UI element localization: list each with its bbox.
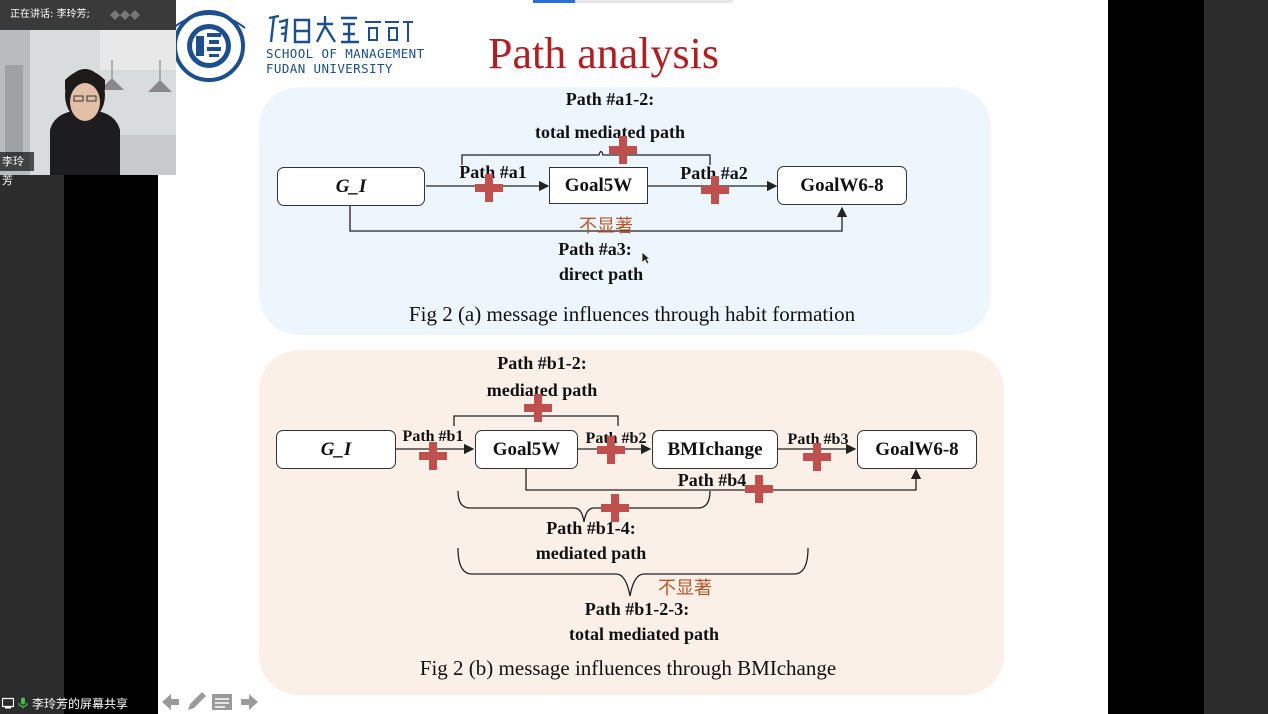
fig-a-background (259, 87, 991, 335)
plus-sign-icon (803, 443, 831, 471)
mouse-cursor-icon (641, 251, 651, 265)
pen-icon[interactable] (188, 692, 206, 710)
fig-b-path-b2-label: Path #b2 (585, 430, 647, 447)
fig-a-node-goalw68: GoalW6-8 (777, 166, 907, 205)
fig-b-path-b123-desc: total mediated path (569, 624, 719, 644)
participant-video-frame (0, 30, 176, 175)
fig-b-path-b4-label: Path #b4 (677, 470, 747, 490)
fig-b-path-b12-desc: mediated path (486, 380, 598, 400)
notes-icon[interactable] (212, 694, 232, 710)
fig-b-path-b3-label: Path #b3 (787, 431, 849, 448)
next-arrow-icon[interactable] (241, 694, 258, 710)
fig-a-path-a12-label: Path #a1-2: (565, 89, 655, 109)
fig-b-node-gi: G_I (276, 430, 396, 469)
logo-english-line1: SCHOOL OF MANAGEMENT (266, 46, 425, 61)
fig-a-path-a1-label: Path #a1 (459, 162, 527, 182)
fig-b-background (259, 350, 1004, 695)
slide-progress-bar (533, 0, 733, 3)
fig-b-node-bmichange: BMIchange (652, 430, 778, 469)
plus-sign-icon (609, 136, 637, 164)
mic-icon[interactable] (17, 697, 29, 709)
plus-sign-icon (524, 394, 552, 422)
fig-a-path-a2-label: Path #a2 (680, 163, 748, 183)
fig-b-path-b14-desc: mediated path (535, 543, 647, 563)
plus-sign-icon (475, 174, 503, 202)
plus-sign-icon (701, 176, 729, 204)
logo-english-line2: FUDAN UNIVERSITY (266, 61, 393, 76)
fig-b-path-b14-label: Path #b1-4: (546, 518, 636, 538)
active-speaker-bar: 正在讲话: 李玲芳; (0, 0, 176, 30)
active-speaker-label: 正在讲话: 李玲芳; (10, 9, 90, 20)
fig-b-path-b12-label: Path #b1-2: (497, 353, 587, 373)
prev-arrow-icon[interactable] (162, 694, 179, 710)
plus-sign-icon (601, 494, 629, 522)
slide-title: Path analysis (488, 29, 719, 78)
shared-slide: SCHOOL OF MANAGEMENT FUDAN UNIVERSITY Pa… (158, 0, 1108, 714)
slide-toolbar (162, 692, 258, 710)
fudan-seal-logo (172, 10, 246, 82)
fig-a-path-a3-label: Path #a3: (558, 239, 632, 259)
fig-a-path-a3-desc: direct path (558, 264, 644, 284)
fig-b-node-goalw68: GoalW6-8 (857, 430, 977, 469)
fig-a-node-gi: G_I (277, 167, 425, 206)
right-side-panel (1204, 0, 1268, 714)
fig-b-path-b123-label: Path #b1-2-3: (584, 599, 690, 619)
screen-share-icon (2, 697, 14, 709)
fig-b-not-significant: 不显著 (658, 578, 712, 599)
plus-sign-icon (597, 436, 625, 464)
fig-a-caption: Fig 2 (a) message influences through hab… (408, 302, 856, 326)
plus-sign-icon (745, 475, 773, 503)
participant-name-tag: 李玲芳 (0, 152, 34, 187)
fudan-chinese-logo (268, 14, 413, 44)
right-letterbox (1108, 0, 1204, 714)
fig-a-node-goal5w: Goal5W (549, 167, 648, 204)
screen-share-label: 李玲芳的屏幕共享 (32, 696, 129, 711)
participant-video[interactable] (0, 30, 176, 175)
fig-a-path-a12-desc: total mediated path (535, 122, 685, 142)
fig-a-not-significant: 不显著 (579, 216, 633, 237)
audio-level-icon (110, 10, 140, 20)
plus-sign-icon (419, 442, 447, 470)
screen-share-indicator[interactable]: 李玲芳的屏幕共享 (0, 692, 128, 714)
fig-b-caption: Fig 2 (b) message influences through BMI… (419, 656, 837, 680)
fig-b-path-b1-label: Path #b1 (402, 428, 464, 445)
fig-b-node-goal5w: Goal5W (475, 430, 578, 469)
